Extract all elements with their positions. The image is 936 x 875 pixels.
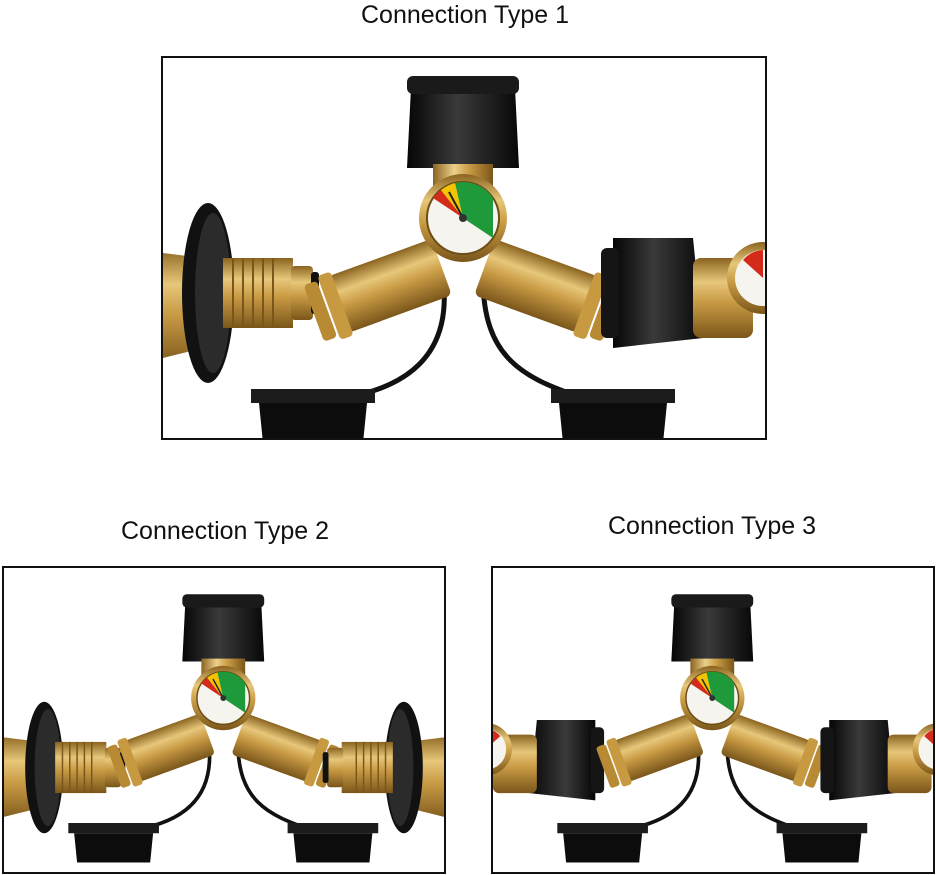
pol-handwheel-icon [321, 700, 444, 835]
panel-1-image [161, 56, 767, 440]
panel-2-title: Connection Type 2 [120, 517, 330, 545]
pol-handwheel-icon [163, 202, 320, 384]
pol-handwheel-icon [4, 700, 127, 835]
qcc1-nut-icon [601, 238, 765, 348]
propane-y-splitter-illustration-2 [4, 568, 444, 872]
panel-3-title: Connection Type 3 [607, 512, 817, 540]
panel-2-image [2, 566, 446, 874]
panel-1-title: Connection Type 1 [360, 1, 570, 29]
panel-3-image [491, 566, 935, 874]
propane-y-splitter-illustration-1 [163, 58, 765, 438]
propane-y-splitter-illustration-3 [493, 568, 933, 872]
qcc1-nut-icon [820, 720, 933, 801]
propane-y-splitter [68, 594, 378, 862]
qcc1-nut-icon [493, 720, 605, 801]
propane-y-splitter [557, 594, 867, 862]
